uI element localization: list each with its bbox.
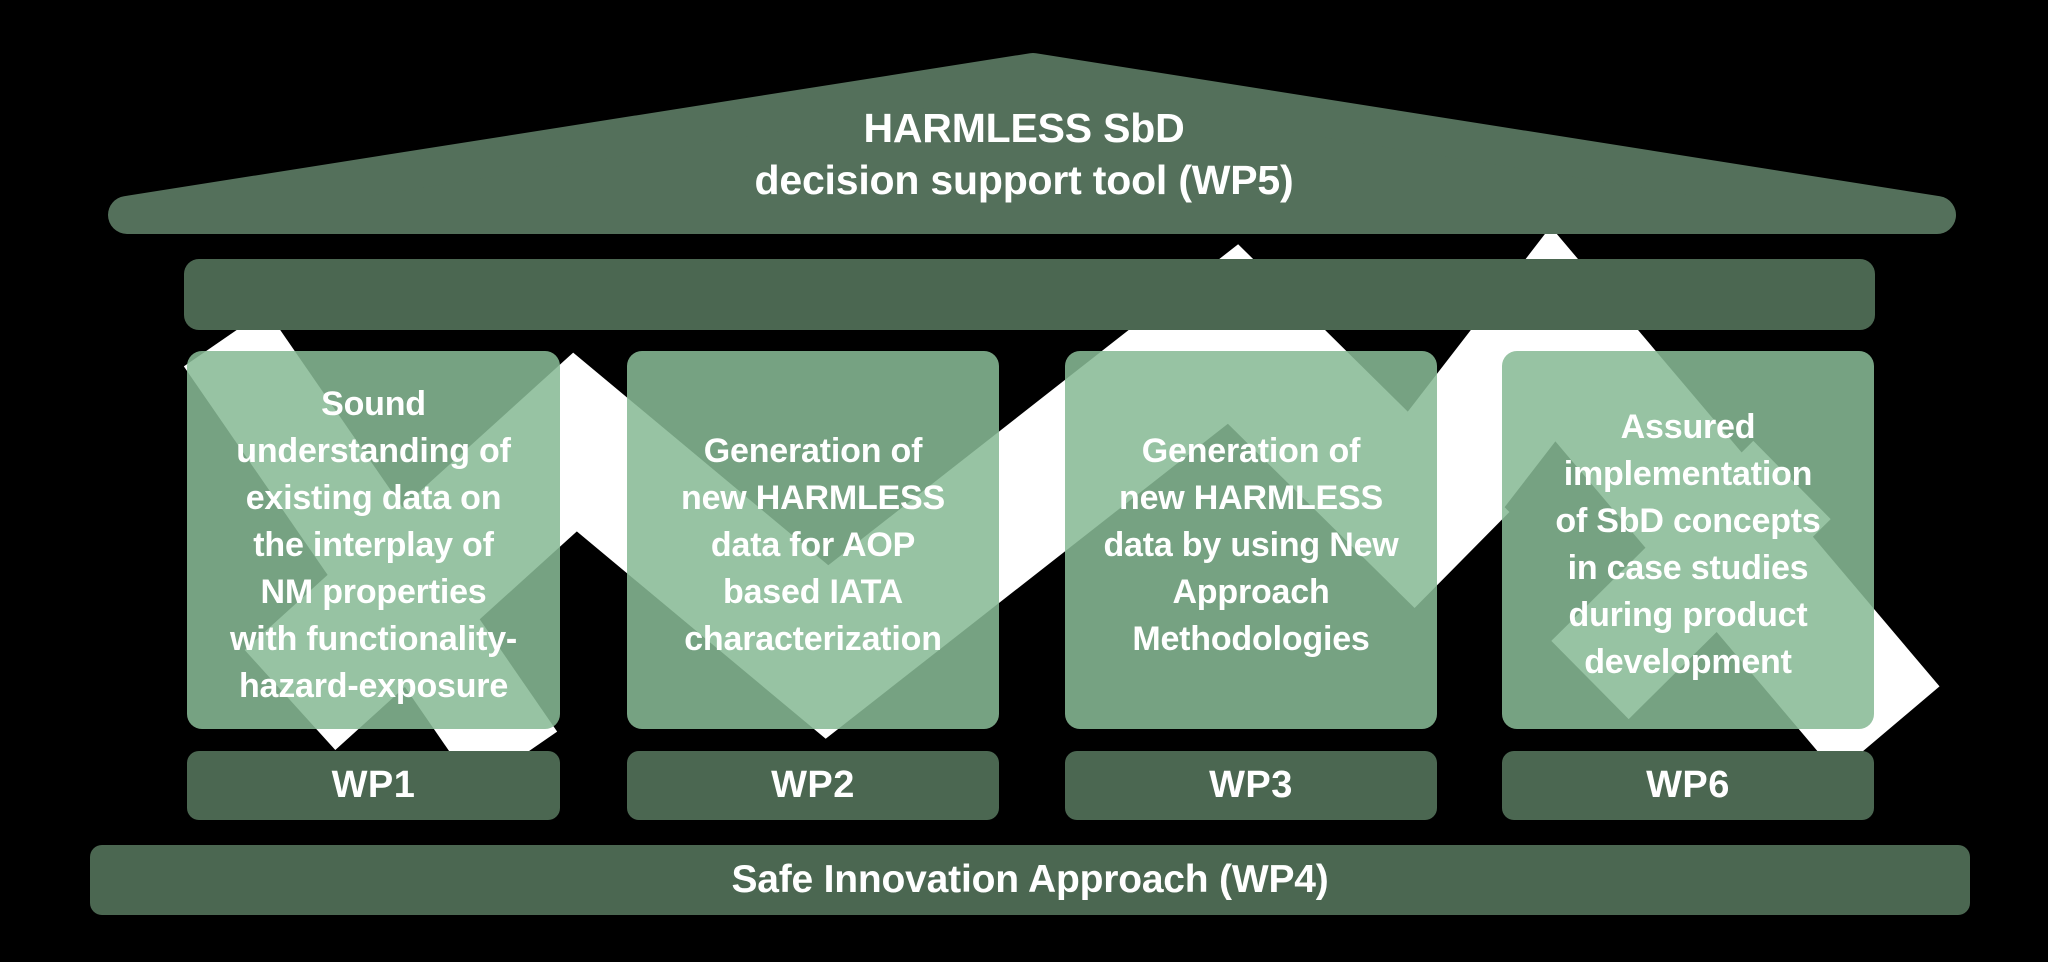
base-label-wp1: WP1 <box>187 751 560 820</box>
base-label-wp3: WP3 <box>1065 751 1437 820</box>
pillar-wp3-text: Generation of new HARMLESS data by using… <box>1103 431 1399 658</box>
foundation-label: Safe Innovation Approach (WP4) <box>731 858 1329 901</box>
roof-title-line1: HARMLESS SbD <box>863 105 1185 151</box>
foundation-bar: Safe Innovation Approach (WP4) <box>90 845 1970 915</box>
pillar-wp6-text: Assured implementation of SbD concepts i… <box>1555 408 1821 681</box>
pillar-wp1-text: Sound understanding of existing data on … <box>229 384 518 705</box>
pillar-wp1: Sound understanding of existing data on … <box>187 351 560 729</box>
roof-pediment-shape <box>108 53 1956 234</box>
roof-title: HARMLESS SbD decision support tool (WP5) <box>0 102 2048 206</box>
architrave-beam <box>184 259 1875 330</box>
pillar-wp2-text: Generation of new HARMLESS data for AOP … <box>681 431 945 658</box>
roof-title-line2: decision support tool (WP5) <box>754 157 1294 203</box>
base-label-wp2: WP2 <box>627 751 999 820</box>
pillar-wp2: Generation of new HARMLESS data for AOP … <box>627 351 999 729</box>
pillar-wp3: Generation of new HARMLESS data by using… <box>1065 351 1437 729</box>
base-label-wp6: WP6 <box>1502 751 1874 820</box>
pillar-wp6: Assured implementation of SbD concepts i… <box>1502 351 1874 729</box>
